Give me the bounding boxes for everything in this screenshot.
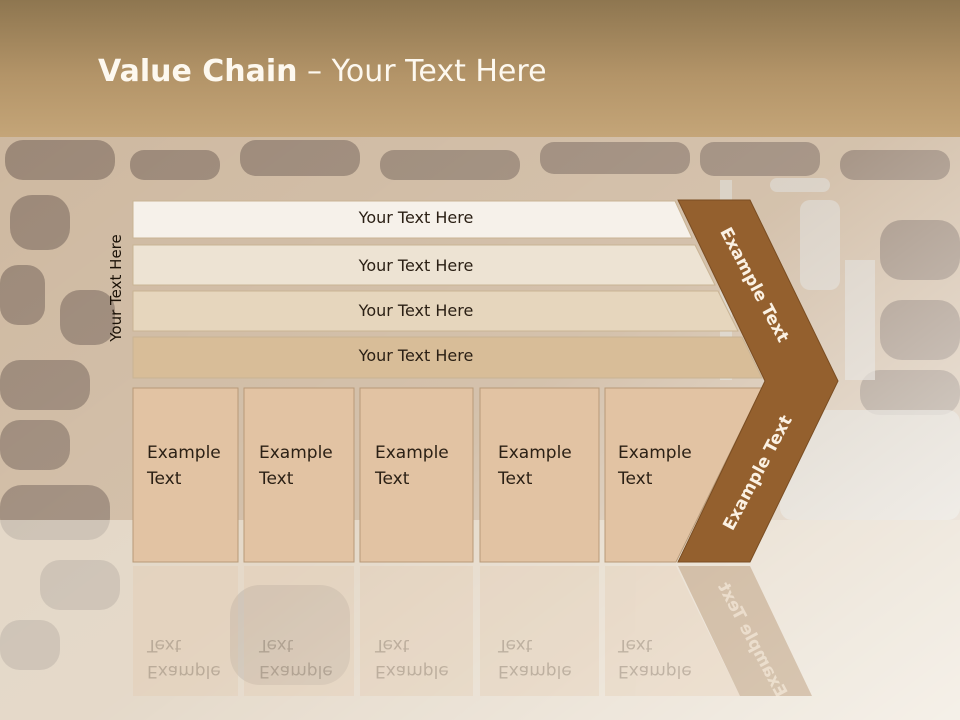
slide-title: Value Chain – Your Text Here [98, 54, 547, 89]
box-2-reflection: Example Text [259, 635, 333, 681]
row-3-label: Your Text Here [358, 301, 474, 320]
box-5-reflection: Example Text [618, 635, 692, 681]
title-bold: Value Chain [98, 54, 298, 89]
row-4-label: Your Text Here [358, 346, 474, 365]
box-2-label: Example Text [259, 443, 333, 489]
box-5-label: Example Text [618, 443, 692, 489]
box-1-label: Example Text [147, 443, 221, 489]
box-1-shape [132, 387, 239, 563]
box-3-reflection: Example Text [375, 635, 449, 681]
box-5-shape [604, 387, 763, 563]
title-bar [0, 0, 960, 137]
row-1-label: Your Text Here [358, 208, 474, 227]
box-2-shape [243, 387, 355, 563]
title-rest: – Your Text Here [297, 54, 547, 89]
box-4-reflection: Example Text [498, 635, 572, 681]
box-4-label: Example Text [498, 443, 572, 489]
chevron-reflection [678, 566, 812, 696]
row-3-shape [132, 290, 739, 332]
box-1-reflection: Example Text [147, 635, 221, 681]
row-4-shape [132, 336, 763, 379]
row-2-shape [132, 244, 716, 286]
row-1-shape [132, 200, 693, 239]
box-3-label: Example Text [375, 443, 449, 489]
row-2-label: Your Text Here [358, 256, 474, 275]
box-3-shape [359, 387, 474, 563]
box-4-shape [479, 387, 600, 563]
chevron-shape [677, 199, 839, 563]
